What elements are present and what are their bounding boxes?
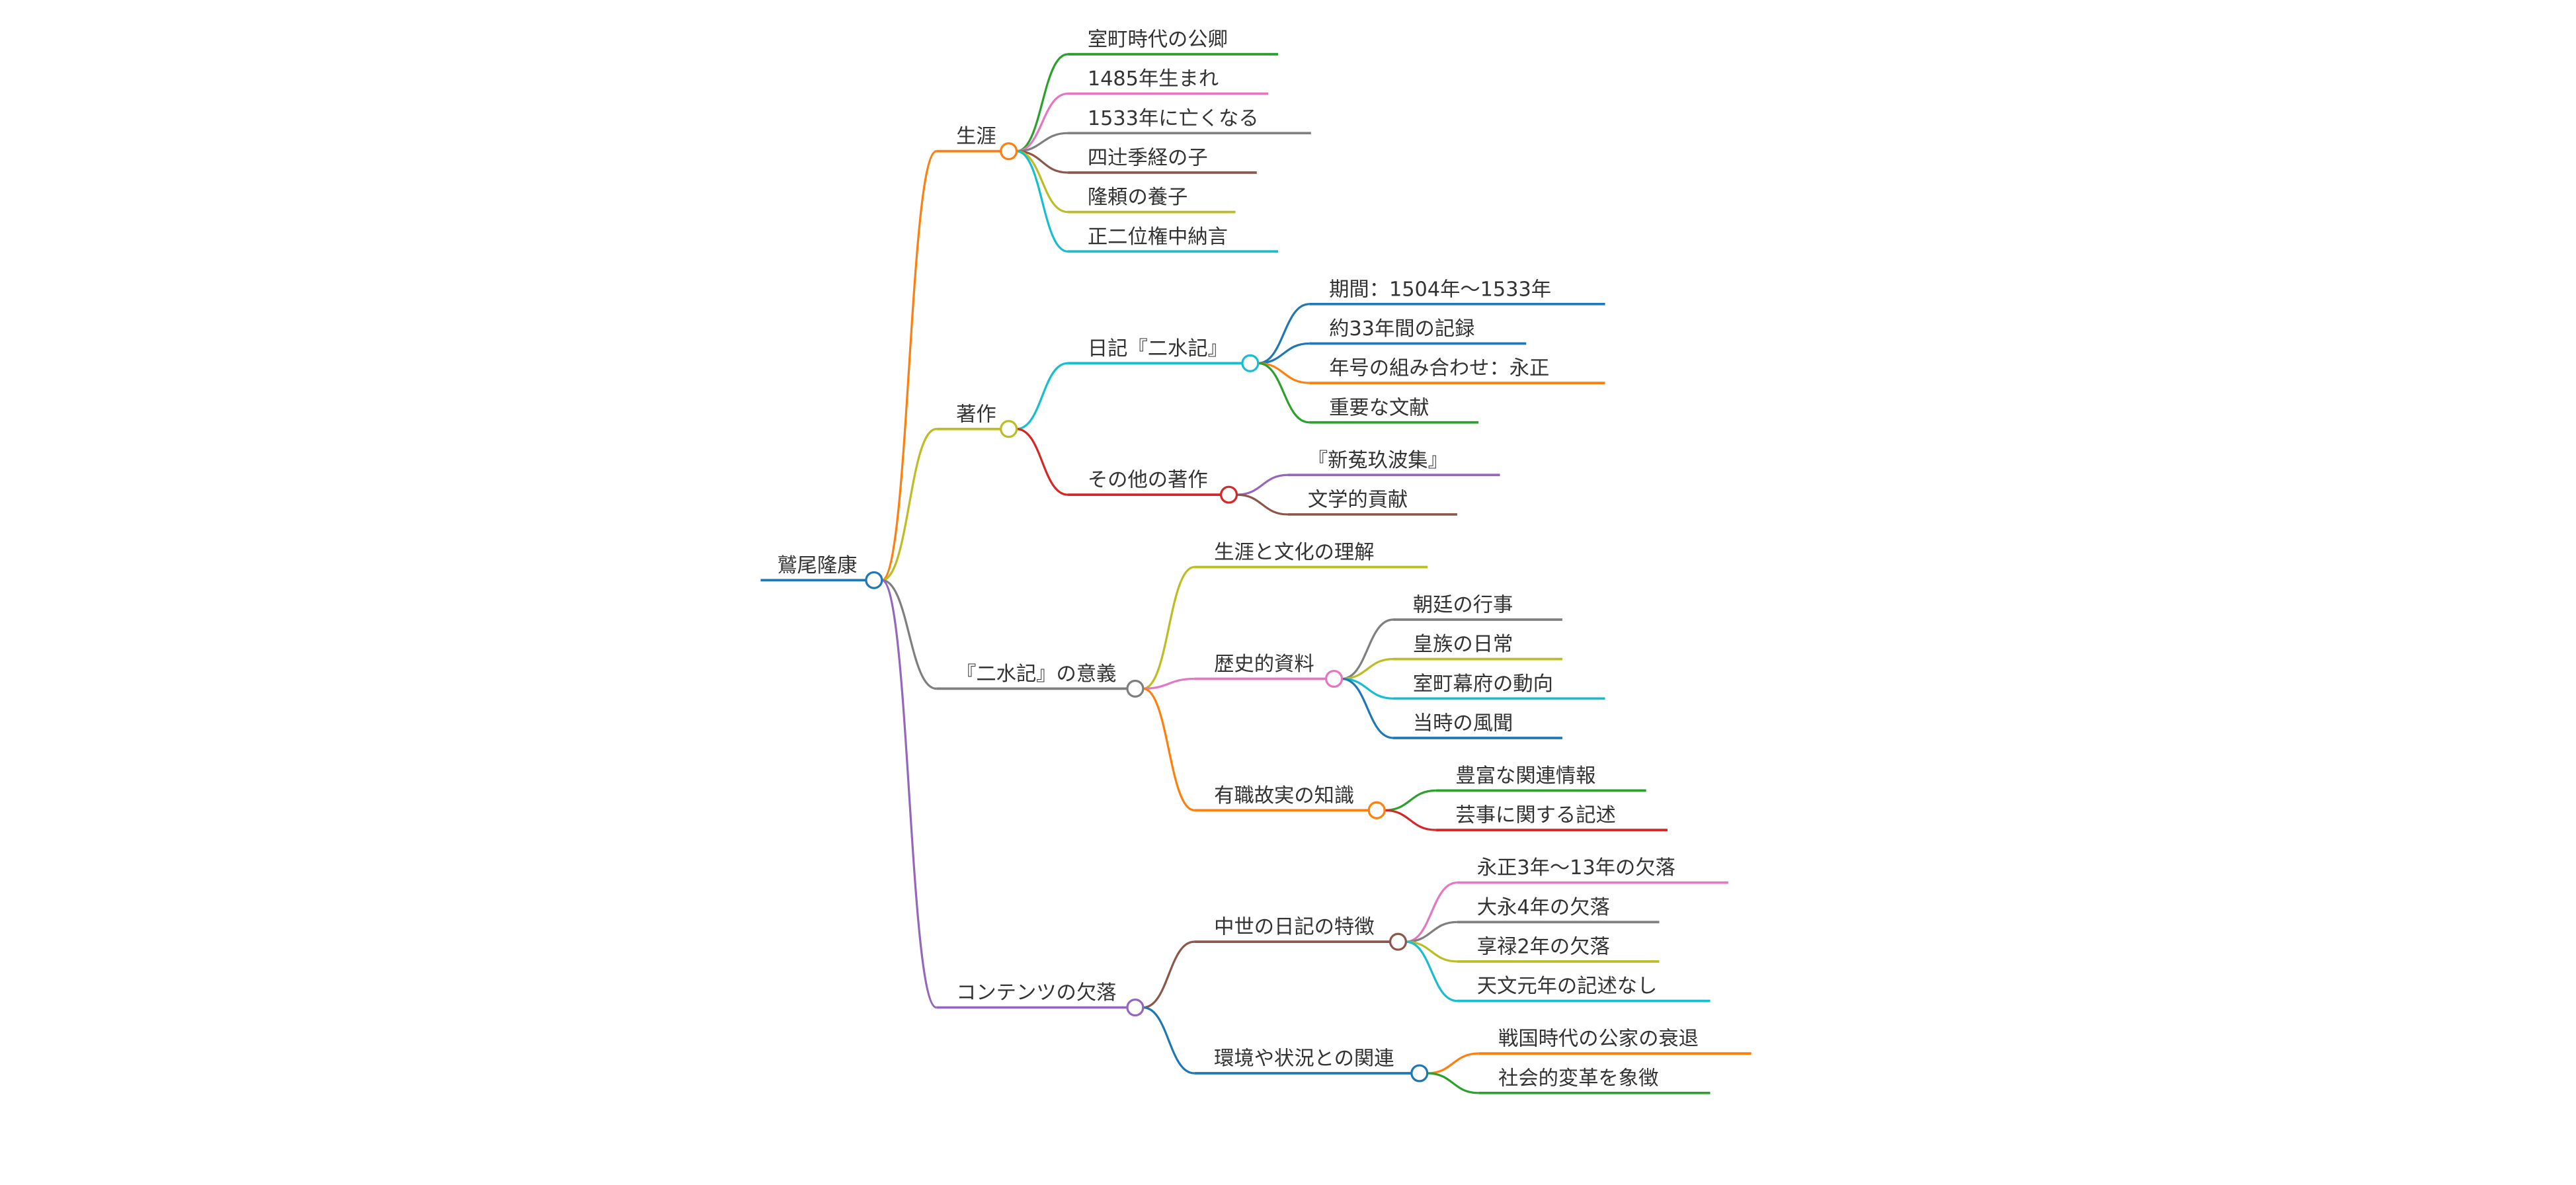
branch-connector [1406,920,1457,943]
branch-connector [1143,565,1195,690]
mindmap-node-label[interactable]: 年号の組み合わせ：永正 [1329,357,1549,380]
mindmap-node-label[interactable]: 1485年生まれ [1088,67,1219,91]
mindmap-node-label[interactable]: 社会的変革を象徴 [1498,1067,1658,1090]
mindmap-node-label[interactable]: 約33年間の記録 [1329,317,1474,341]
collapse-toggle-button[interactable] [1126,999,1145,1017]
branch-connector [1427,1072,1479,1094]
branch-connector [1143,677,1195,690]
mindmap-node-label[interactable]: 当時の風聞 [1413,712,1513,735]
branch-connector [1258,342,1310,364]
collapse-toggle-button[interactable] [1367,801,1386,819]
branch-connector [881,150,937,581]
mindmap-node-label[interactable]: 1533年に亡くなる [1088,107,1259,130]
mindmap-node-label[interactable]: 永正3年～13年の欠落 [1477,856,1675,879]
mindmap-node-label[interactable]: 『新菟玖波集』 [1308,449,1448,472]
branch-connector [1016,53,1068,153]
branch-connector [1342,677,1394,739]
mindmap-node-label[interactable]: 有職故実の知識 [1214,784,1354,807]
branch-connector [881,428,937,581]
mindmap-node-label[interactable]: 生涯と文化の理解 [1214,541,1374,564]
branch-connector [881,579,937,690]
collapse-toggle-button[interactable] [1389,932,1408,951]
branch-connector [881,579,937,1009]
branch-connector [1016,150,1068,253]
mindmap-node-label[interactable]: 著作 [956,403,996,426]
mindmap-node-label[interactable]: 朝廷の行事 [1413,594,1513,617]
mindmap-node-label[interactable]: 皇族の日常 [1413,633,1513,656]
mindmap-node-label[interactable]: 大永4年の欠落 [1477,896,1610,919]
branch-connector [1406,881,1458,943]
mindmap-node-label[interactable]: 豊富な関連情報 [1455,764,1595,788]
branch-connector [1016,362,1068,430]
mindmap-node-label[interactable]: 戦国時代の公家の衰退 [1498,1028,1699,1051]
collapse-toggle-button[interactable] [1126,679,1145,698]
mindmap-node-label[interactable]: コンテンツの欠落 [956,981,1116,1004]
mindmap-node-label[interactable]: 天文元年の記述なし [1477,975,1658,998]
branch-connector [1236,493,1289,516]
branch-connector [1143,687,1195,811]
mindmap-node-label[interactable]: 享禄2年の欠落 [1477,936,1610,959]
branch-connector [1016,132,1068,153]
mindmap-node-label[interactable]: 四辻季経の子 [1088,147,1208,170]
mindmap-node-label[interactable]: 環境や状況との関連 [1214,1047,1394,1071]
branch-connector [1143,940,1195,1009]
branch-connector [1016,428,1068,496]
collapse-toggle-button[interactable] [865,571,883,589]
branch-connector [1258,362,1310,424]
branch-connector [1236,473,1289,496]
branch-connector [1385,789,1436,811]
collapse-toggle-button[interactable] [1000,142,1018,161]
branch-connector [1016,93,1068,153]
collapse-toggle-button[interactable] [1325,669,1344,688]
branch-connector [1427,1052,1479,1075]
branch-connector [1258,303,1310,364]
branch-connector [1342,618,1394,680]
branch-connector [1385,809,1436,831]
mindmap-node-label[interactable]: 文学的貢献 [1308,489,1408,512]
collapse-toggle-button[interactable] [1241,354,1260,372]
mindmap-node-label[interactable]: 芸事に関する記述 [1455,804,1615,827]
root-node-label[interactable]: 鷲尾隆康 [777,554,857,577]
mindmap-node-label[interactable]: 日記『二水記』 [1088,337,1228,360]
mindmap-node-label[interactable]: 重要な文献 [1329,396,1429,419]
mindmap-node-label[interactable]: 期間：1504年～1533年 [1329,278,1551,301]
collapse-toggle-button[interactable] [1220,485,1238,504]
mindmap-node-label[interactable]: 正二位権中納言 [1088,225,1228,249]
branch-connector [1143,1006,1195,1075]
mindmap-node-label[interactable]: 室町幕府の動向 [1413,673,1553,696]
mindmap-node-label[interactable]: 隆頼の養子 [1088,186,1187,209]
branch-connector [1342,658,1394,680]
collapse-toggle-button[interactable] [1000,420,1018,438]
mindmap-node-label[interactable]: 生涯 [956,125,996,148]
collapse-toggle-button[interactable] [1410,1064,1429,1083]
mindmap-node-label[interactable]: 室町時代の公卿 [1088,28,1228,52]
mindmap-node-label[interactable]: 『二水記』の意義 [956,663,1116,686]
mindmap-node-label[interactable]: その他の著作 [1088,469,1208,492]
mindmap-node-label[interactable]: 中世の日記の特徴 [1214,916,1374,939]
branch-connector [1406,940,1458,1002]
mindmap-node-label[interactable]: 歴史的資料 [1214,653,1314,676]
